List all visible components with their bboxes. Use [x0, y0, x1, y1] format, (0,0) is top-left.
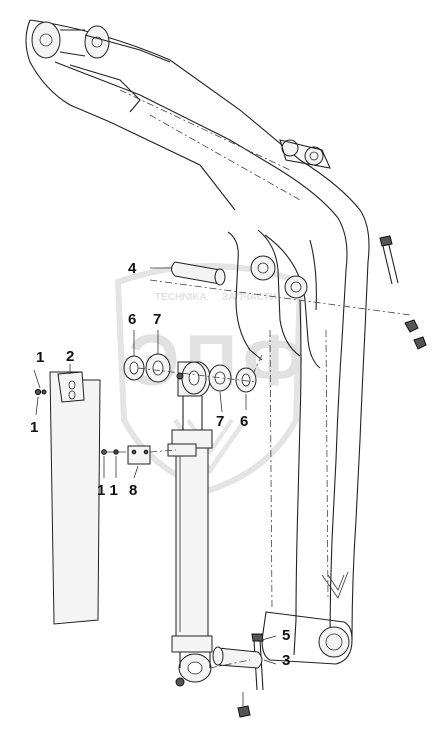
- callout-11: 1 1: [97, 482, 118, 499]
- callout-2: 2: [66, 348, 74, 365]
- callout-1b: 1: [30, 419, 38, 436]
- bolt-small-pair: [101, 449, 126, 455]
- pin-lower: [212, 646, 263, 669]
- callout-3: 3: [282, 652, 290, 669]
- hydraulic-cylinder: [171, 361, 213, 687]
- callout-7b: 7: [216, 413, 224, 430]
- watermark-caption-right: ЗАПЧАСТИ: [222, 292, 277, 303]
- callout-7a: 7: [153, 311, 161, 328]
- callout-1a: 1: [36, 349, 44, 366]
- retainer-plate: [127, 443, 197, 465]
- nut-right-lower: [413, 336, 427, 350]
- spacer-ring-7-left: [145, 353, 171, 383]
- bolt-small-left: [34, 388, 47, 396]
- callout-4: 4: [128, 260, 137, 277]
- watermark-caption-left: TECHNIKA: [155, 292, 207, 303]
- pin-upper: [171, 261, 226, 286]
- nut-lower: [237, 692, 251, 718]
- callout-6a: 6: [128, 311, 136, 328]
- lock-plate: [49, 371, 101, 625]
- callouts: 1 1 2 3 4 5 6 6 7 7 8 1 1: [30, 260, 290, 669]
- bolt-upper-right: [379, 235, 399, 285]
- callout-8: 8: [129, 482, 137, 499]
- callout-6b: 6: [240, 413, 248, 430]
- callout-5: 5: [282, 627, 290, 644]
- spacer-ring-7-right: [208, 364, 232, 392]
- cylinder-mount-bracket: [149, 229, 411, 381]
- spacer-ring-6-left: [123, 355, 145, 381]
- spacer-ring-6-right: [235, 367, 257, 393]
- leader-lines: [33, 267, 277, 665]
- nut-right-upper: [404, 319, 419, 333]
